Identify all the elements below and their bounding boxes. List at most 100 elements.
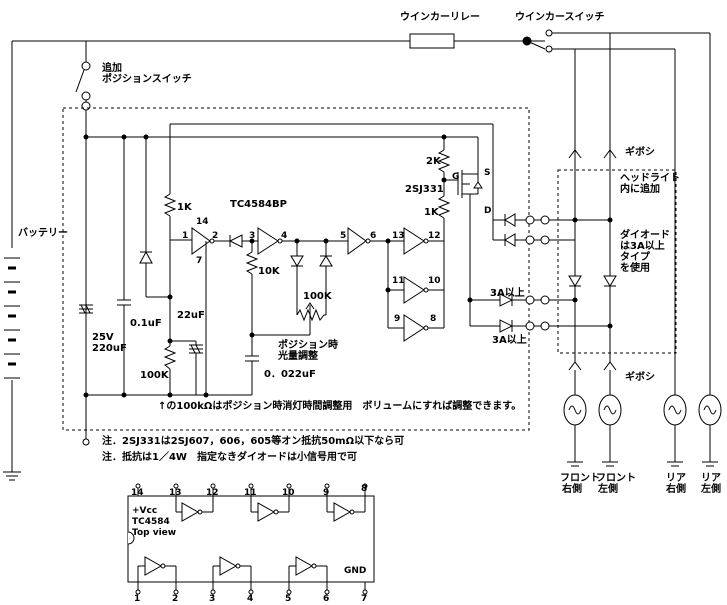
cap-220uf-label: 220uF bbox=[92, 343, 127, 354]
pin-3-label: 3 bbox=[249, 231, 256, 241]
rear-right-label-1: リア bbox=[666, 473, 686, 484]
mosfet-2sj331 bbox=[457, 170, 483, 198]
rear-left-label-2: 左側 bbox=[701, 484, 721, 495]
pinout-top-pin-13: 13 bbox=[169, 488, 182, 498]
vr-100k bbox=[296, 308, 326, 322]
pinout-top-pin-10: 10 bbox=[282, 488, 295, 498]
position-switch-contact-top bbox=[81, 61, 91, 71]
amp-3a-upper-label: 3A以上 bbox=[490, 288, 525, 299]
amp-3a-lower-label: 3A以上 bbox=[492, 335, 527, 346]
front-right-label-1: フロント bbox=[560, 473, 600, 484]
pin-1-label: 1 bbox=[182, 231, 189, 241]
pinout-bottom-pin-2: 2 bbox=[172, 594, 179, 604]
pin-10-label: 10 bbox=[428, 276, 441, 286]
schmitt-gate-3 bbox=[347, 227, 367, 255]
pinout-top-pin-12: 12 bbox=[206, 488, 219, 498]
diode-3a-upper bbox=[499, 293, 514, 307]
pin-13-label: 13 bbox=[392, 231, 405, 241]
pinout-bottom-pin-3: 3 bbox=[209, 594, 216, 604]
position-switch-label: ポジションスイッチ bbox=[102, 74, 192, 85]
gibosi-arrow-3 bbox=[568, 361, 582, 371]
diode-note-1: ダイオード bbox=[620, 230, 670, 241]
pin-9-label: 9 bbox=[394, 314, 401, 324]
diode-note-3: タイプ bbox=[620, 252, 650, 263]
main-note: ↑の100kΩはポジション時消灯時間調整用 ボリュームにすれば調整できます。 bbox=[158, 401, 522, 412]
schmitt-gate-2 bbox=[257, 227, 279, 255]
pin-14-label: 14 bbox=[196, 217, 209, 227]
headlight-diode-right bbox=[568, 275, 582, 287]
pinout-top-pin-11: 11 bbox=[244, 488, 257, 498]
resistor-2k bbox=[437, 149, 451, 173]
headlight-outline bbox=[557, 169, 677, 354]
gibosi-arrow-4 bbox=[603, 361, 617, 371]
cap-25v-label: 25V bbox=[92, 332, 114, 343]
q-name-label: 2SJ331 bbox=[405, 184, 444, 195]
rear-right-label-2: 右側 bbox=[666, 484, 686, 495]
resistor-10k bbox=[245, 251, 259, 275]
winker-relay-label: ウインカーリレー bbox=[400, 12, 480, 23]
pinout-gnd-label: GND bbox=[344, 566, 367, 576]
pin-7-label: 7 bbox=[196, 256, 203, 266]
r-10k-label: 10K bbox=[258, 266, 280, 277]
bulb-rear-left bbox=[698, 394, 722, 426]
pinout-view-label: Top view bbox=[132, 528, 177, 538]
position-switch-lever bbox=[75, 69, 85, 93]
pinout-bottom-pin-1: 1 bbox=[134, 594, 141, 604]
bulb-front-left bbox=[598, 394, 622, 426]
diode-note-4: を使用 bbox=[620, 263, 650, 274]
bulb-rear-right bbox=[663, 394, 687, 426]
ic-name-label: TC4584BP bbox=[230, 199, 287, 210]
note-2: 注．抵抗は1／4W 指定なきダイオードは小信号用で可 bbox=[102, 452, 357, 463]
pin-2-label: 2 bbox=[212, 231, 219, 241]
pinout-top-gates bbox=[175, 496, 366, 522]
bulb-front-right bbox=[563, 394, 587, 426]
capacitor-22uf bbox=[189, 344, 203, 354]
gate-s-label: S bbox=[484, 168, 491, 178]
pin-6-label: 6 bbox=[370, 231, 377, 241]
headlight-label-1: ヘッドライト bbox=[620, 173, 680, 184]
pin-12-label: 12 bbox=[428, 231, 441, 241]
pinout-top-pin-14: 14 bbox=[131, 488, 144, 498]
position-switch-contact-bottom bbox=[81, 101, 91, 111]
position-switch-contact-mid bbox=[81, 91, 91, 101]
series-diode bbox=[228, 234, 243, 248]
protection-diode bbox=[139, 250, 153, 264]
schmitt-gate-1 bbox=[191, 227, 211, 255]
headlight-diode-left bbox=[603, 275, 617, 287]
headlight-label-2: 内に追加 bbox=[620, 184, 660, 195]
pinout-chip-label: TC4584 bbox=[132, 517, 170, 527]
gibosi-top-label: ギボシ bbox=[625, 147, 655, 158]
winker-switch-contact-top bbox=[545, 29, 553, 37]
r-2k-label: 2K bbox=[426, 156, 441, 167]
front-left-label-1: フロント bbox=[596, 473, 636, 484]
add-label: 追加 bbox=[102, 63, 122, 74]
gibosi-bottom-label: ギボシ bbox=[625, 372, 655, 383]
pinout-bottom-pin-4: 4 bbox=[247, 594, 254, 604]
front-right-label-2: 右側 bbox=[562, 484, 582, 495]
gate-d-label: D bbox=[484, 206, 492, 216]
resistor-1k-pull bbox=[163, 193, 177, 217]
battery-symbol bbox=[2, 248, 22, 380]
winker-switch-label: ウインカースイッチ bbox=[515, 12, 605, 23]
winker-switch-contact-bottom bbox=[545, 45, 553, 53]
pinout-bottom-pin-7: 7 bbox=[361, 594, 368, 604]
pin-8-label: 8 bbox=[430, 314, 437, 324]
position-adjust-label-2: 光量調整 bbox=[278, 351, 318, 362]
schmitt-gate-6 bbox=[403, 314, 425, 342]
circuit-module-outline bbox=[62, 107, 530, 431]
headlight-diode-1 bbox=[504, 213, 516, 227]
pinout-top-pin-8: 8 bbox=[361, 484, 368, 494]
battery-ground-icon bbox=[3, 471, 21, 481]
pinout-vcc-label: +Vcc bbox=[132, 506, 158, 516]
schmitt-gate-4 bbox=[403, 227, 425, 255]
cap-0022uf-label: 0．022uF bbox=[264, 369, 316, 380]
battery-label: バッテリー bbox=[18, 228, 68, 239]
r-1k-label: 1K bbox=[177, 202, 192, 213]
front-left-label-2: 左側 bbox=[598, 484, 618, 495]
pin-5-label: 5 bbox=[340, 231, 347, 241]
pinout-notch bbox=[127, 531, 135, 545]
vr-diode-right bbox=[319, 255, 333, 267]
schmitt-gate-5 bbox=[403, 276, 425, 304]
